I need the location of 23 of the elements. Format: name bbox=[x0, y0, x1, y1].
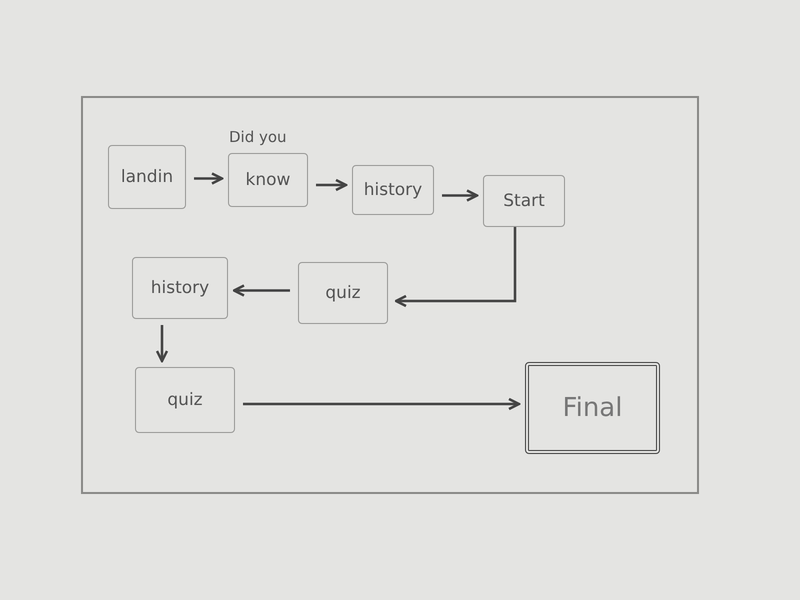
arrow bbox=[243, 398, 520, 410]
process-box bbox=[483, 175, 565, 227]
node-label: know bbox=[246, 170, 290, 190]
final-box bbox=[525, 362, 660, 454]
node-label: quiz bbox=[325, 283, 361, 303]
arrow bbox=[394, 227, 516, 308]
node-heading: Did you bbox=[229, 128, 287, 146]
node-label: Final bbox=[562, 393, 622, 423]
process-box bbox=[135, 367, 235, 433]
process-box bbox=[352, 165, 434, 215]
node-label: Start bbox=[503, 191, 545, 211]
process-box bbox=[108, 145, 186, 209]
node-label: quiz bbox=[167, 390, 203, 410]
arrow bbox=[232, 284, 290, 297]
arrow bbox=[156, 325, 168, 362]
process-box bbox=[298, 262, 388, 324]
node-label: history bbox=[150, 278, 210, 298]
node-label: history bbox=[364, 180, 422, 200]
process-box bbox=[132, 257, 228, 319]
arrow bbox=[316, 178, 348, 192]
arrow bbox=[194, 172, 224, 185]
arrow bbox=[442, 189, 478, 202]
node-label: landin bbox=[120, 167, 174, 187]
